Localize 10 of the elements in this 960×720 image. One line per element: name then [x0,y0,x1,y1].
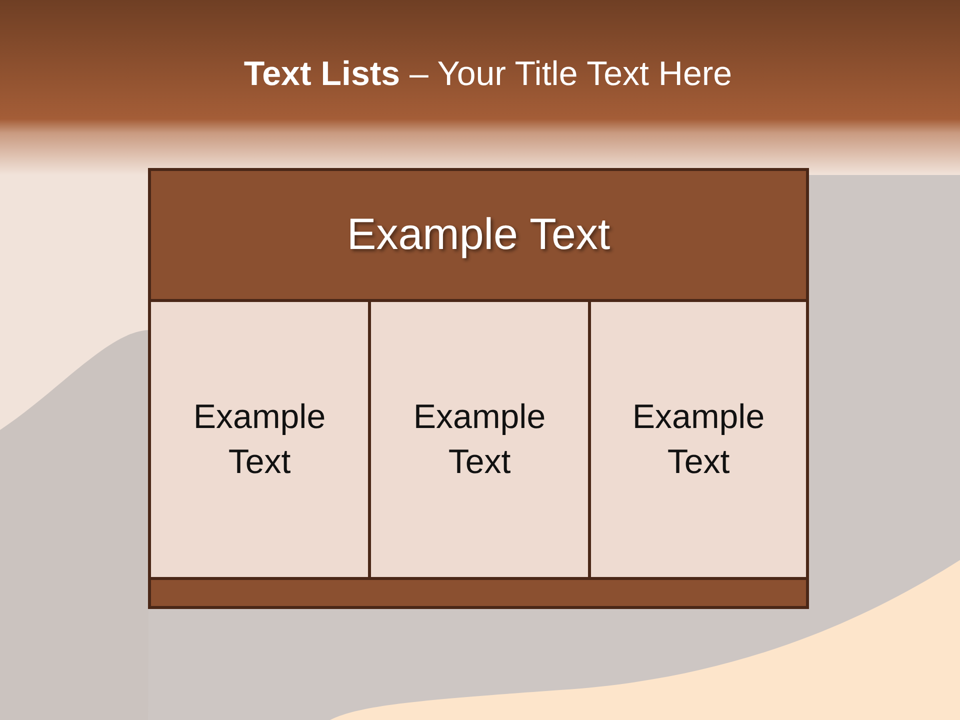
text-box [588,299,809,580]
footer-bar [148,577,809,609]
slide-title: Text Lists – Your Title Text Here [242,54,732,95]
node-label: Example Text [192,397,327,482]
node-label: Example Text [346,209,610,262]
text-box [368,299,591,580]
header-box [148,168,809,302]
node-label: Example Text [631,397,766,482]
node-label: Example Text [412,397,547,482]
text-box [148,299,371,580]
